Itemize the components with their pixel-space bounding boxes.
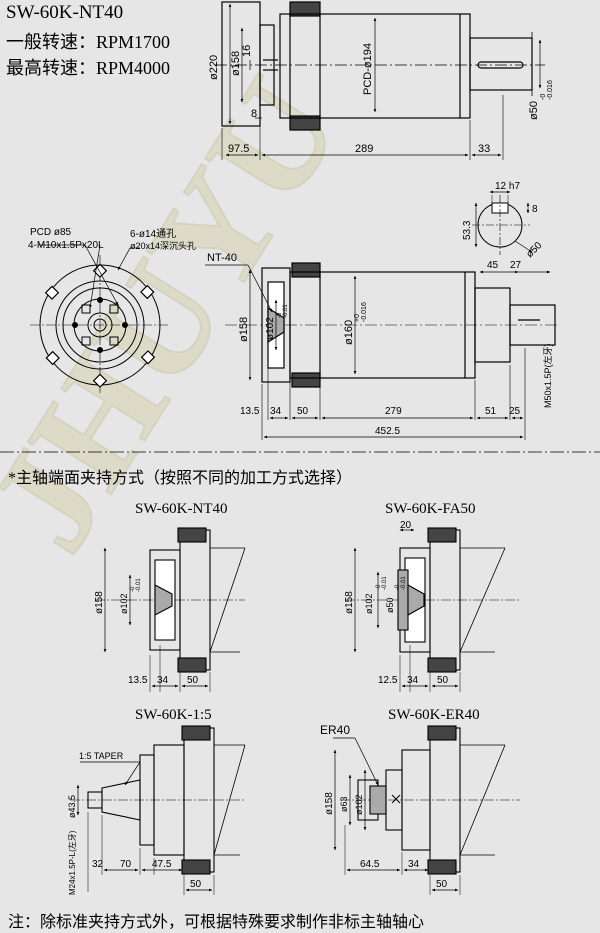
top-view-labels: ø220 ø158 16 PCD-ø194 ø50 -0 -0.016 8 97… — [208, 43, 554, 155]
variant-15-c: 47.5 — [152, 859, 172, 870]
variant-fa50-d158: ø158 — [344, 591, 355, 614]
side-d158: ø158 — [238, 317, 250, 342]
footnote: 注：除标准夹持方式外，可根据特殊要求制作非标主轴轴心 — [8, 914, 425, 931]
variant-15-d43-5: ø43.5 — [67, 795, 77, 818]
key-section-labels: 12 h7 8 53.3 ø50 — [462, 181, 545, 260]
front-view — [30, 244, 170, 395]
variant-er40-d158: ø158 — [324, 792, 335, 815]
side-d160-tol-upper: +0 — [354, 314, 361, 322]
key-width: 12 h7 — [495, 181, 520, 192]
side-nt40: NT-40 — [207, 252, 237, 264]
side-len-50: 50 — [297, 406, 309, 417]
key-depth: 8 — [532, 204, 538, 215]
variant-er40-drawing — [333, 725, 520, 895]
side-len-total: 452.5 — [375, 426, 400, 437]
variant-nt40-d158: ø158 — [94, 591, 105, 614]
variant-er40-d63: ø63 — [339, 796, 349, 812]
top-view — [215, 1, 545, 160]
variant-fa50-title: SW-60K-FA50 — [385, 501, 476, 517]
dim-8: 8 — [251, 108, 257, 120]
speed-normal: 一般转速：RPM1700 — [6, 32, 171, 52]
dim-d50: ø50 — [528, 101, 540, 120]
dim-16: 16 — [241, 45, 253, 57]
variant-nt40-drawing — [95, 527, 246, 692]
variant-fa50-d50-tol-lower: -0.01 — [401, 576, 407, 590]
variant-15-labels: SW-60K-1:5 1:5 TAPER ø43.5 M24x1.5P-L(左牙… — [67, 707, 212, 895]
variant-15-title: SW-60K-1:5 — [135, 707, 212, 723]
model-title: SW-60K-NT40 — [6, 2, 124, 23]
variant-nt40-tol-upper: -0 — [130, 586, 136, 592]
side-len-34: 34 — [270, 406, 282, 417]
variant-15-drawing — [70, 725, 246, 895]
side-d160: ø160 — [343, 320, 355, 345]
variant-fa50-d50-tol-upper: -0 — [395, 584, 401, 590]
variant-nt40-title: SW-60K-NT40 — [135, 501, 228, 517]
variant-nt40-a: 13.5 — [128, 675, 148, 686]
dim-289: 289 — [355, 143, 373, 155]
variant-fa50-b: 34 — [407, 675, 419, 686]
variant-er40-d102: ø102 — [354, 794, 364, 815]
variant-fa50-labels: SW-60K-FA50 20 ø158 ø102 -0 -0.01 ø50 -0… — [344, 501, 476, 686]
variant-er40-title: SW-60K-ER40 — [388, 707, 480, 723]
variant-fa50-tol-upper: -0 — [376, 584, 382, 590]
variant-nt40-b: 34 — [157, 675, 169, 686]
variant-15-d: 50 — [190, 879, 202, 890]
variant-nt40-d102: ø102 — [119, 593, 129, 614]
side-view-labels: NT-40 ø158 ø102 -0 -0.01 ø160 +0 -0.016 … — [207, 252, 553, 437]
variant-fa50-d50: ø50 — [385, 597, 395, 613]
variant-15-thread: M24x1.5P-L(左牙) — [67, 830, 77, 895]
variant-15-taper: 1:5 TAPER — [79, 751, 124, 761]
front-pcd85: PCD ø85 — [30, 227, 72, 238]
section-title: *主轴端面夹持方式（按照不同的加工方式选择） — [8, 470, 353, 487]
variant-er40-b: 34 — [408, 859, 420, 870]
side-len-45: 45 — [487, 260, 499, 271]
dim-33: 33 — [478, 143, 490, 155]
variant-er40-a: 64.5 — [360, 859, 380, 870]
variant-nt40-labels: SW-60K-NT40 ø158 ø102 -0 -0.01 13.5 34 5… — [94, 501, 228, 686]
side-len-279: 279 — [385, 406, 402, 417]
variant-nt40-c: 50 — [187, 675, 199, 686]
key-height: 53.3 — [462, 220, 473, 240]
dim-d50-tol-lower: -0.016 — [547, 80, 554, 100]
variant-15-b: 70 — [120, 859, 132, 870]
variant-nt40-tol-lower: -0.01 — [136, 578, 142, 592]
speed-max: 最高转速：RPM4000 — [6, 58, 171, 78]
dim-d158: ø158 — [230, 51, 242, 76]
front-tap-holes: 4-M10x1.5Px20L — [28, 240, 104, 251]
variant-15-a: 32 — [92, 859, 104, 870]
variant-fa50-drawing — [345, 527, 520, 692]
side-len-27: 27 — [510, 260, 522, 271]
side-thread: M50x1.5P(左牙) — [542, 343, 553, 408]
side-d102-tol-lower: -0.01 — [283, 304, 289, 318]
side-d102: ø102 — [265, 317, 276, 340]
side-d102-tol-upper: -0 — [277, 312, 283, 318]
dim-d50-tol-upper: -0 — [540, 94, 547, 100]
key-section — [472, 190, 533, 255]
dim-d220: ø220 — [208, 55, 220, 80]
side-len-51: 51 — [485, 406, 497, 417]
dim-97-5: 97.5 — [228, 143, 249, 155]
variant-er40-tag: ER40 — [320, 723, 350, 737]
side-len-25: 25 — [509, 406, 521, 417]
variant-fa50-top: 20 — [400, 520, 412, 531]
variant-er40-labels: SW-60K-ER40 ER40 ø158 ø63 ø102 64.5 34 5… — [320, 707, 480, 890]
variant-fa50-c: 50 — [437, 675, 449, 686]
variant-er40-c: 50 — [436, 879, 448, 890]
front-holes-6: 6-ø14通孔 — [130, 228, 176, 240]
key-diameter: ø50 — [524, 240, 544, 260]
side-view — [205, 262, 560, 440]
dim-pcd194: PCD-ø194 — [362, 43, 374, 95]
variant-fa50-a: 12.5 — [378, 675, 398, 686]
variant-fa50-tol-lower: -0.01 — [382, 576, 388, 590]
variant-fa50-d102: ø102 — [364, 593, 374, 614]
front-counterbore: ø20x14深沉头孔 — [130, 241, 196, 251]
side-len-13-5: 13.5 — [240, 406, 260, 417]
side-d160-tol-lower: -0.016 — [361, 302, 368, 322]
front-view-labels: PCD ø85 4-M10x1.5Px20L 6-ø14通孔 ø20x14深沉头… — [28, 227, 196, 251]
